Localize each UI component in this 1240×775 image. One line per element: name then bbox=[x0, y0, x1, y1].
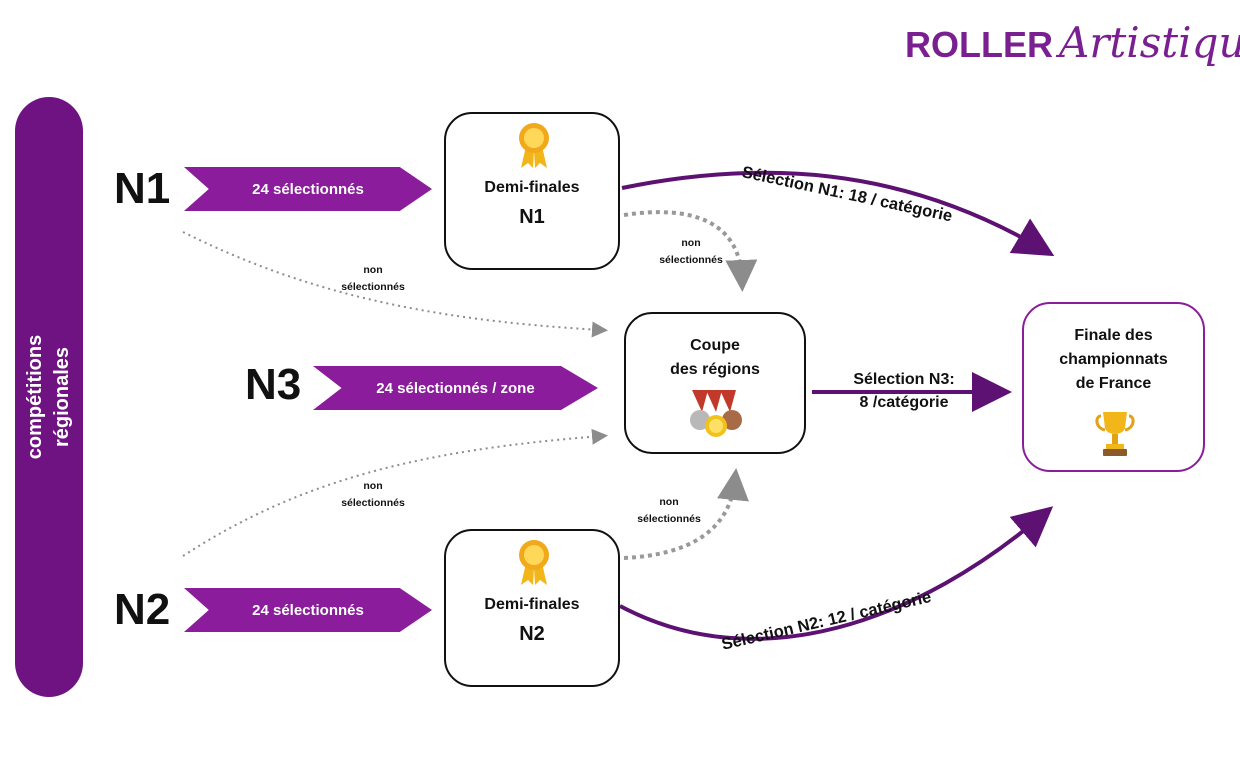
sidebar-line-2: régionales bbox=[51, 346, 73, 448]
non-selected-label-bottom-left: non sélectionnés bbox=[341, 480, 405, 509]
sidebar-line-1: compétitions bbox=[24, 334, 46, 460]
box-demi-finales-n2: Demi-finales N2 bbox=[444, 529, 620, 687]
box-finale-championnats: Finale des championnats de France bbox=[1022, 302, 1205, 472]
regional-competitions-label: compétitions régionales bbox=[22, 335, 76, 459]
regional-competitions-bar: compétitions régionales bbox=[15, 97, 83, 697]
non-selected-label-bottom-mid: non sélectionnés bbox=[637, 496, 701, 525]
chevron-n1: 24 sélectionnés bbox=[184, 167, 432, 211]
non-selected-label-top-left: non sélectionnés bbox=[341, 264, 405, 293]
medal-rosette-icon bbox=[519, 540, 549, 585]
non-selected-label-top-mid: non sélectionnés bbox=[659, 237, 723, 266]
medal-rosette-icon bbox=[519, 123, 549, 168]
box-coupe-des-regions: Coupe des régions bbox=[624, 312, 806, 454]
demi-n2-title: Demi-finales bbox=[484, 596, 580, 613]
selection-n3-label: Sélection N3: 8 /catégorie bbox=[853, 371, 955, 412]
level-n1: N1 bbox=[114, 164, 171, 213]
non-selected-flow-demi-n1 bbox=[623, 210, 758, 292]
level-n3: N3 bbox=[245, 360, 302, 409]
medals-icon bbox=[690, 390, 742, 437]
box-demi-finales-n1: Demi-finales N1 bbox=[444, 112, 620, 270]
logo-brand: ROLLER bbox=[905, 24, 1053, 65]
demi-n1-sub: N1 bbox=[519, 206, 545, 228]
logo-script: Artistique bbox=[1059, 18, 1240, 67]
chevron-n3: 24 sélectionnés / zone bbox=[313, 366, 598, 410]
selection-n1-arrow bbox=[621, 170, 1055, 257]
roller-artistique-logo: ROLLER Artistique bbox=[905, 18, 1240, 67]
selection-n2-arrow bbox=[619, 506, 1054, 641]
demi-n1-title: Demi-finales bbox=[484, 179, 580, 196]
finale-title: Finale des championnats de France bbox=[1059, 327, 1168, 392]
trophy-icon bbox=[1095, 412, 1135, 456]
level-n2: N2 bbox=[114, 585, 171, 634]
coupe-title: Coupe des régions bbox=[670, 337, 760, 378]
chevron-n2: 24 sélectionnés bbox=[184, 588, 432, 632]
non-selected-flow-demi-n2 bbox=[623, 468, 749, 560]
demi-n2-sub: N2 bbox=[519, 623, 545, 645]
